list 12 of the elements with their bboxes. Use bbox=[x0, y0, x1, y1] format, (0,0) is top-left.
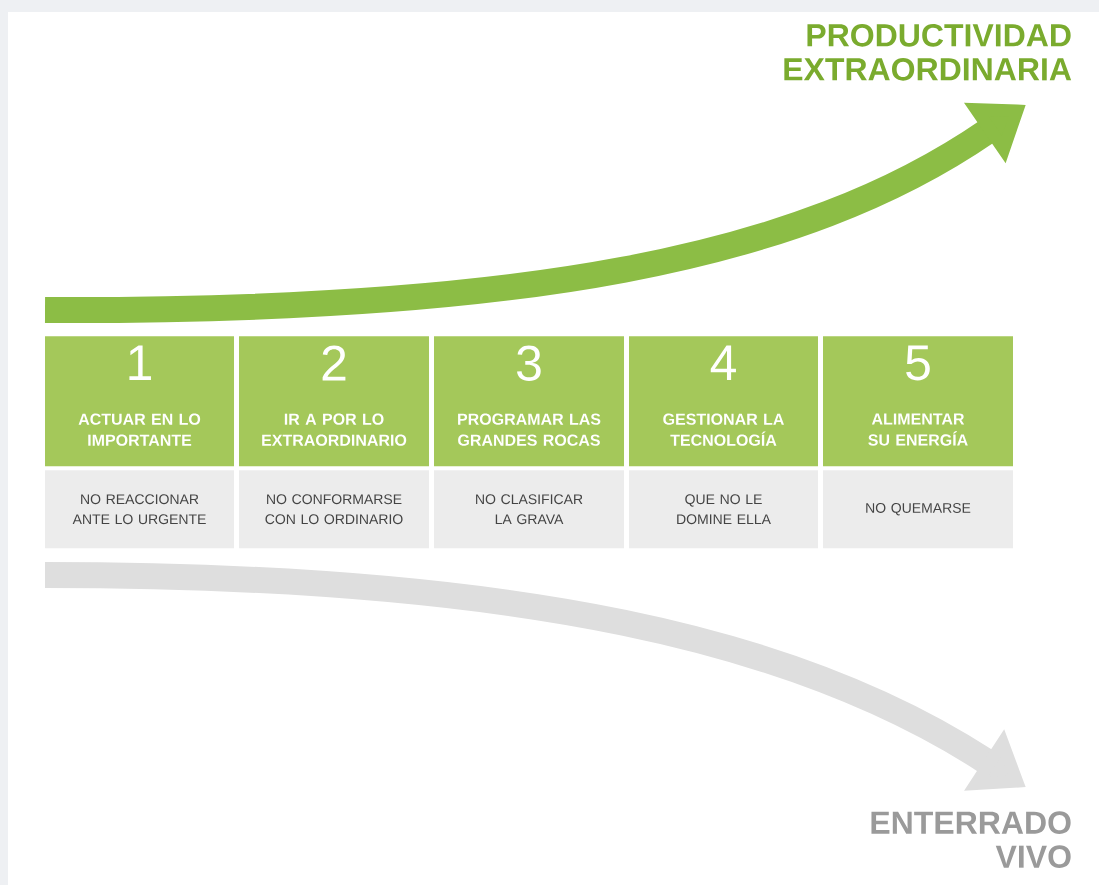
note-box: QUE NO LE DOMINE ELLA bbox=[629, 470, 818, 549]
step-box: 2 IR A POR LO EXTRAORDINARIO bbox=[239, 336, 429, 467]
step-box: 1 ACTUAR EN LO IMPORTANTE bbox=[45, 336, 234, 467]
note-box: NO CONFORMARSE CON LO ORDINARIO bbox=[239, 470, 429, 549]
step-box: 4 GESTIONAR LA TECNOLOGÍA bbox=[629, 336, 818, 467]
note-box: NO QUEMARSE bbox=[823, 470, 1013, 549]
step-box: 5 ALIMENTAR SU ENERGÍA bbox=[823, 336, 1013, 467]
step-box: 3 PROGRAMAR LAS GRANDES ROCAS bbox=[434, 336, 624, 467]
note-box: NO CLASIFICAR LA GRAVA bbox=[434, 470, 624, 549]
title: PRODUCTIVIDAD EXTRAORDINARIA bbox=[784, 24, 1072, 81]
title: ENTERRADO VIVO bbox=[871, 811, 1071, 868]
note-box: NO REACCIONAR ANTE LO URGENTE bbox=[45, 470, 234, 549]
